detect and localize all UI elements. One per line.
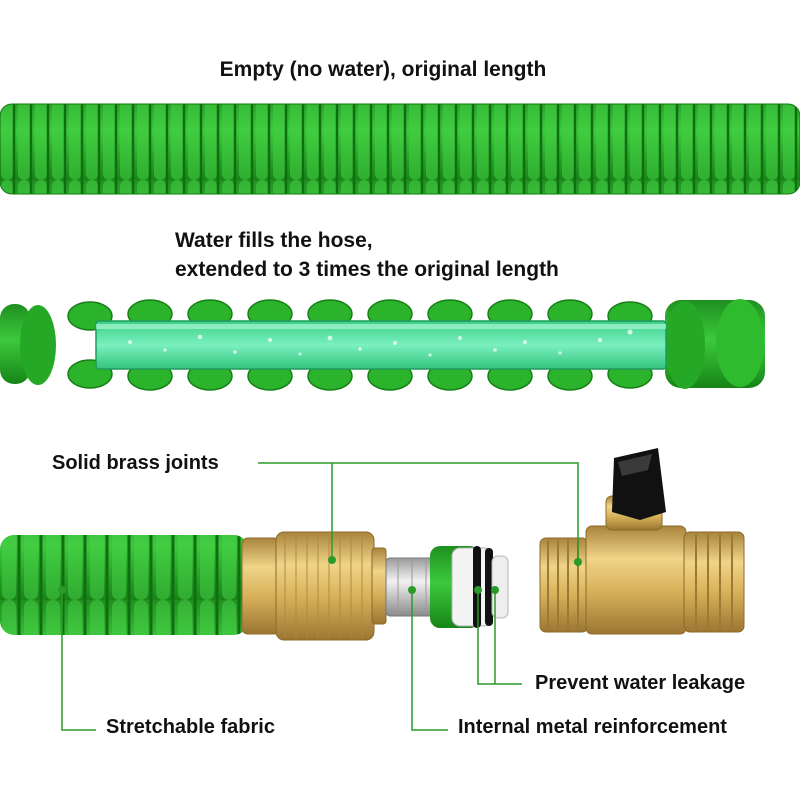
leader-lines bbox=[61, 462, 579, 731]
brass-joints-label: Solid brass joints bbox=[52, 452, 219, 474]
stretchable-fabric-label: Stretchable fabric bbox=[106, 716, 275, 738]
empty-state-caption: Empty (no water), original length bbox=[219, 58, 547, 81]
water-leakage-label: Prevent water leakage bbox=[535, 672, 746, 694]
brass-valve bbox=[539, 448, 745, 635]
inner-water-tube bbox=[95, 320, 667, 370]
filled-caption-line-2: extended to 3 times the original length bbox=[175, 258, 559, 281]
metal-reinforcement-label: Internal metal reinforcement bbox=[458, 716, 727, 738]
filled-state-caption: Water fills the hose, extended to 3 time… bbox=[175, 226, 559, 284]
extended-hose bbox=[0, 299, 765, 391]
filled-caption-line-1: Water fills the hose, bbox=[175, 229, 373, 252]
leader-dots bbox=[58, 556, 582, 594]
coiled-hose-segment bbox=[0, 535, 248, 635]
brass-coupling bbox=[241, 531, 387, 641]
quick-connector bbox=[451, 546, 509, 628]
empty-hose bbox=[0, 103, 800, 195]
